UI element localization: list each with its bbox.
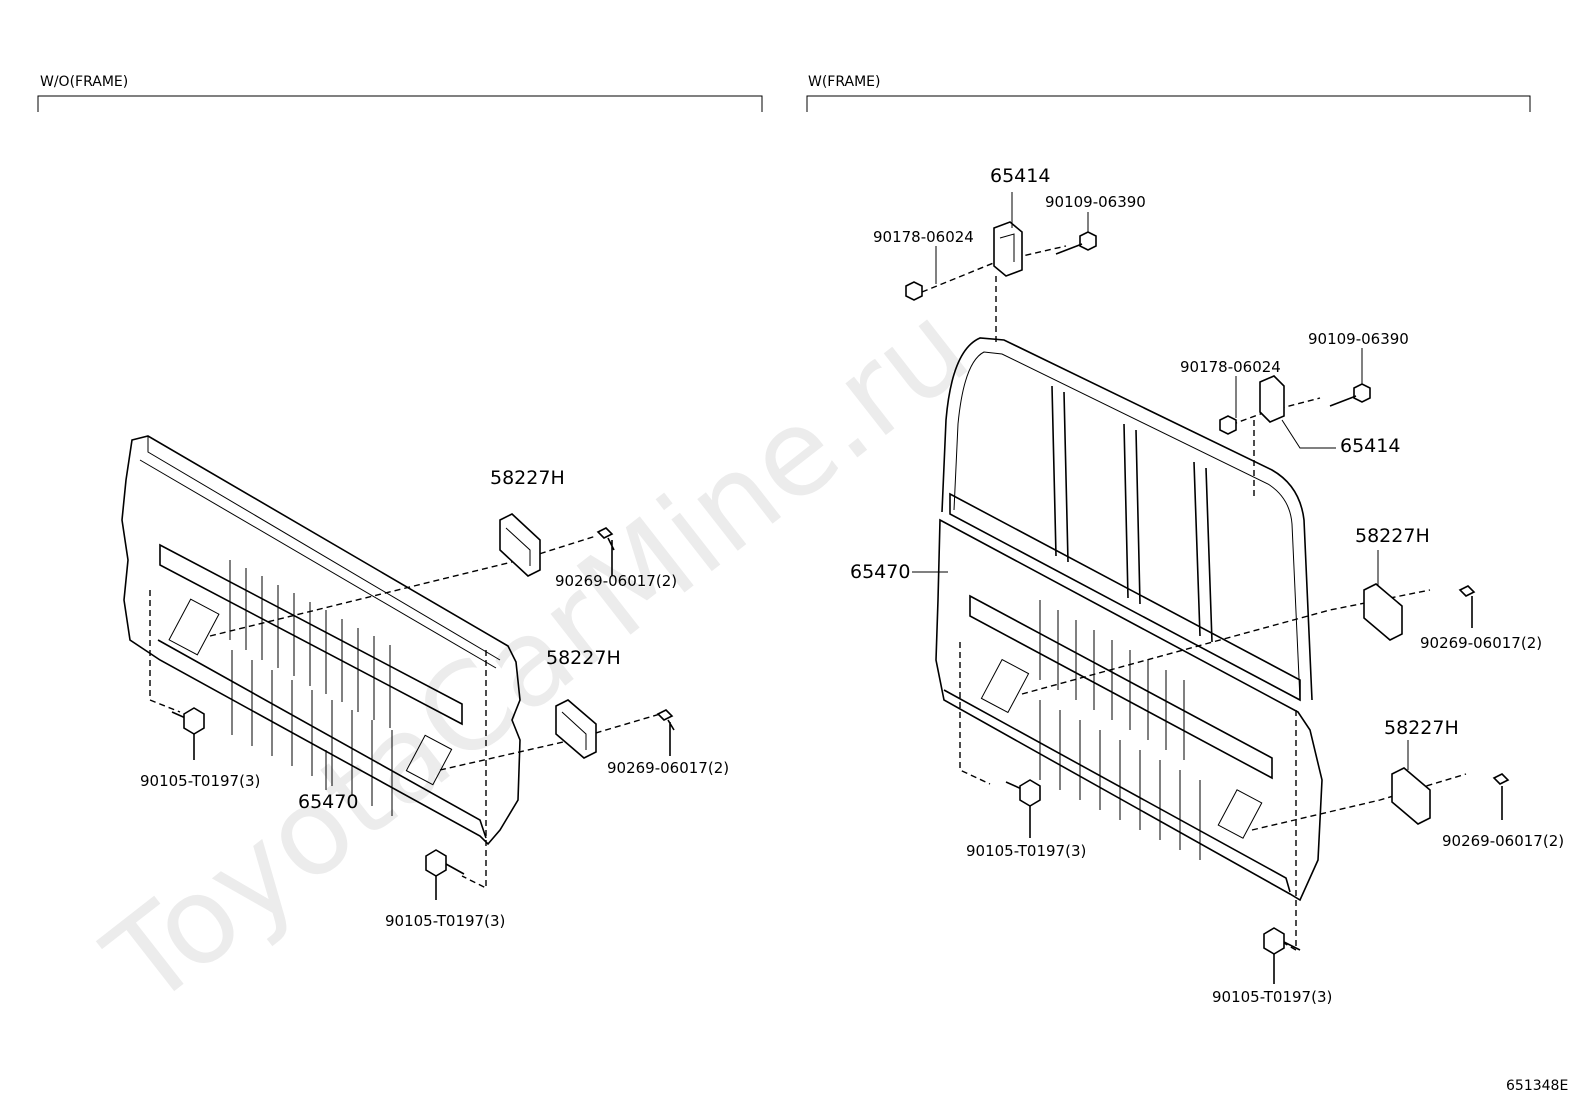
- section-left-title: W/O(FRAME): [40, 74, 128, 90]
- right-bracket-mid: [1259, 375, 1285, 423]
- left-label-plate-upper: 58227H: [490, 467, 565, 489]
- right-plate-lower: [1391, 767, 1431, 825]
- left-label-plate-lower: 58227H: [546, 647, 621, 669]
- left-bolt-right-icon: [425, 849, 465, 900]
- right-label-screw-upper: 90269-06017(2): [1420, 634, 1542, 652]
- section-right-header: W(FRAME): [806, 74, 1531, 112]
- right-label-bolt-mid: 90109-06390: [1308, 330, 1409, 348]
- right-label-nut-mid: 90178-06024: [1180, 358, 1281, 376]
- right-label-plate-upper: 58227H: [1355, 525, 1430, 547]
- right-bracket-top: [993, 221, 1023, 277]
- figure-id: 651348E: [1506, 1078, 1568, 1094]
- left-label-bolt-left: 90105-T0197(3): [140, 772, 260, 790]
- right-bolt-mid-icon: [1329, 383, 1371, 407]
- right-label-panel: 65470: [850, 561, 910, 583]
- right-label-screw-lower: 90269-06017(2): [1442, 832, 1564, 850]
- left-label-bolt-right: 90105-T0197(3): [385, 912, 505, 930]
- right-label-bracket-top: 65414: [990, 165, 1050, 187]
- right-label-bracket-mid: 65414: [1340, 435, 1400, 457]
- right-label-nut-top: 90178-06024: [873, 228, 974, 246]
- left-plate-lower: [555, 699, 597, 759]
- right-nut-top-icon: [905, 281, 923, 301]
- right-label-bolt-left: 90105-T0197(3): [966, 842, 1086, 860]
- right-bolt-right-icon: [1263, 927, 1301, 984]
- right-label-bolt-right: 90105-T0197(3): [1212, 988, 1332, 1006]
- right-bolt-top-icon: [1055, 231, 1097, 255]
- right-bolt-left-icon: [1005, 779, 1041, 838]
- right-label-plate-lower: 58227H: [1384, 717, 1459, 739]
- section-left-header: W/O(FRAME): [37, 74, 763, 112]
- left-label-panel: 65470: [298, 791, 358, 813]
- right-screw-lower-icon: [1492, 773, 1510, 820]
- right-plate-upper: [1363, 583, 1403, 641]
- right-screw-upper-icon: [1458, 585, 1476, 628]
- right-tailgate-panel: [921, 245, 1467, 952]
- right-label-bolt-top: 90109-06390: [1045, 193, 1146, 211]
- left-bolt-left-icon: [171, 707, 205, 760]
- left-screw-upper-icon: [596, 527, 615, 576]
- left-label-screw-lower: 90269-06017(2): [607, 759, 729, 777]
- left-label-screw-upper: 90269-06017(2): [555, 572, 677, 590]
- left-screw-lower-icon: [656, 709, 675, 756]
- left-plate-upper: [499, 513, 541, 577]
- right-nut-mid-icon: [1219, 415, 1237, 435]
- watermark: ToyotaCarMine.ru: [81, 278, 993, 1034]
- section-right-title: W(FRAME): [808, 74, 880, 90]
